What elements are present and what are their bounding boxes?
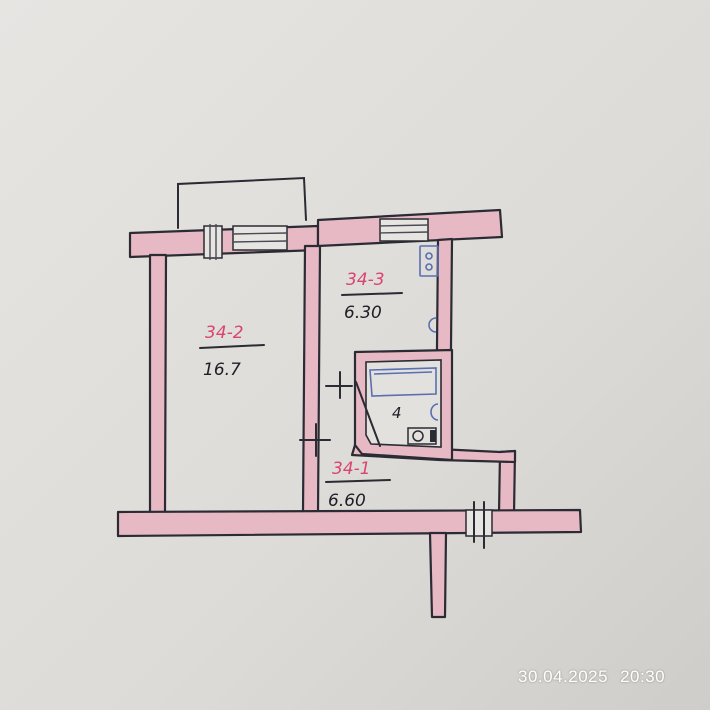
balcony-door bbox=[203, 224, 223, 260]
timestamp-time: 20:30 bbox=[620, 667, 666, 686]
door-tick-lower bbox=[299, 423, 331, 457]
room-4-label: 4 bbox=[392, 404, 402, 422]
room-3-area: 6.30 bbox=[344, 303, 382, 323]
room-1-label: 34-1 6.60 bbox=[325, 459, 391, 511]
photo-timestamp: 30.04.2025 20:30 bbox=[518, 667, 688, 687]
toilet-icon bbox=[407, 427, 437, 445]
washbasin-icon bbox=[430, 403, 439, 421]
bathroom-interior bbox=[365, 359, 442, 448]
room-1-code: 34-1 bbox=[332, 459, 371, 479]
door-tick-upper bbox=[325, 371, 353, 399]
room-2-label: 34-2 16.7 bbox=[199, 323, 265, 380]
partition-wall bbox=[301, 244, 322, 515]
stair-wall bbox=[428, 531, 448, 619]
room-2-area: 16.7 bbox=[203, 360, 241, 380]
kitchen-sink-icon bbox=[428, 317, 437, 333]
timestamp-date: 30.04.2025 bbox=[518, 667, 609, 686]
balcony bbox=[177, 176, 307, 229]
room-4-number: 4 bbox=[392, 404, 402, 422]
window-left bbox=[232, 225, 288, 251]
window-right bbox=[379, 218, 429, 242]
room-3-code: 34-3 bbox=[346, 270, 385, 290]
room-1-area: 6.60 bbox=[328, 491, 366, 511]
left-wall bbox=[148, 253, 168, 515]
bathroom-door-leaf bbox=[355, 381, 381, 447]
stove-icon bbox=[419, 245, 439, 277]
room-3-label: 34-3 6.30 bbox=[341, 270, 403, 323]
bathtub-icon bbox=[369, 367, 437, 397]
entrance-door bbox=[465, 501, 493, 549]
bottom-wall bbox=[116, 508, 583, 538]
room-2-code: 34-2 bbox=[205, 323, 244, 343]
